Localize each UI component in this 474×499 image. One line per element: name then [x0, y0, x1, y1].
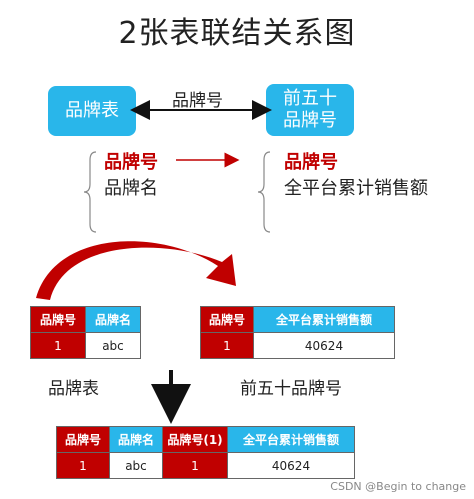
header-total-sales: 全平台累计销售额: [253, 306, 395, 333]
joined-table: 品牌号 品牌名 品牌号(1) 全平台累计销售额 1 abc 1 40624: [56, 426, 355, 479]
top50-table: 品牌号 全平台累计销售额 1 40624: [200, 306, 395, 359]
top50-table-box-label: 前五十 品牌号: [283, 88, 337, 131]
cell-brand-name: abc: [109, 452, 163, 479]
top50-table-caption: 前五十品牌号: [240, 379, 342, 399]
table-header-row: 品牌号 全平台累计销售额: [200, 306, 395, 333]
cell-total-sales: 40624: [227, 452, 355, 479]
table-row: 1 40624: [200, 332, 395, 359]
brand-table: 品牌号 品牌名 1 abc: [30, 306, 141, 359]
left-brace: [83, 151, 97, 233]
brand-table-box-label: 品牌表: [65, 100, 119, 121]
cell-brand-id: 1: [200, 332, 254, 359]
table-row: 1 abc: [30, 332, 141, 359]
cell-brand-id: 1: [30, 332, 86, 359]
top50-table-box: 前五十 品牌号: [266, 84, 354, 136]
cell-brand-id-1: 1: [162, 452, 228, 479]
right-brace: [257, 151, 271, 233]
header-brand-name: 品牌名: [85, 306, 141, 333]
cell-brand-name: abc: [85, 332, 141, 359]
header-brand-id: 品牌号: [200, 306, 254, 333]
header-brand-name: 品牌名: [109, 426, 163, 453]
table-header-row: 品牌号 品牌名 品牌号(1) 全平台累计销售额: [56, 426, 355, 453]
table-header-row: 品牌号 品牌名: [30, 306, 141, 333]
right-other-field: 全平台累计销售额: [284, 178, 428, 199]
diagram-title: 2张表联结关系图: [118, 16, 356, 51]
left-other-field: 品牌名: [104, 178, 158, 199]
header-brand-id: 品牌号: [56, 426, 110, 453]
curved-join-arrow: [36, 241, 236, 300]
header-total-sales: 全平台累计销售额: [227, 426, 355, 453]
left-key-field: 品牌号: [104, 152, 158, 173]
header-brand-id-1: 品牌号(1): [162, 426, 228, 453]
right-key-field: 品牌号: [284, 152, 338, 173]
cell-brand-id: 1: [56, 452, 110, 479]
table-row: 1 abc 1 40624: [56, 452, 355, 479]
cell-total-sales: 40624: [253, 332, 395, 359]
header-brand-id: 品牌号: [30, 306, 86, 333]
brand-table-caption: 品牌表: [48, 379, 99, 399]
watermark: CSDN @Begin to change: [330, 480, 466, 493]
brand-table-box: 品牌表: [48, 86, 136, 136]
